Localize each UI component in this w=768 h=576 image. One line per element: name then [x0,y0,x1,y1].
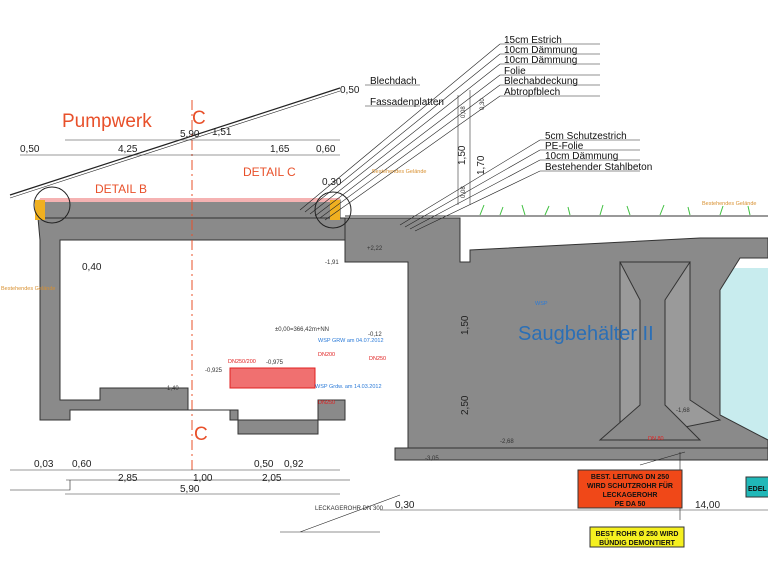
svg-text:DN250: DN250 [318,400,335,406]
svg-text:WSP GRW am 04.07.2012: WSP GRW am 04.07.2012 [318,338,384,344]
svg-text:0,92: 0,92 [284,459,304,470]
svg-text:5,90: 5,90 [180,484,200,495]
roof-line [9,90,341,199]
svg-text:BEST ROHR Ø 250 WIRD: BEST ROHR Ø 250 WIRD [596,531,679,538]
roof-edge [35,200,45,220]
dimensions-vertical: 0,08 1,50 0,08 1,70 0,30 1,50 2,50 [457,98,487,415]
dimensions-top: 0,50 4,25 5,90 1,65 0,60 0,30 0,50 1,51 … [20,85,360,273]
svg-text:Bestehendes Gelände: Bestehendes Gelände [702,201,756,207]
note-yellow: BEST ROHR Ø 250 WIRD BÜNDIG DEMONTIERT [589,526,685,548]
svg-text:Bestehendes Gelände: Bestehendes Gelände [372,169,426,175]
section-mark-bottom: C [194,424,208,445]
tank-label: Saugbehälter II [518,323,654,345]
svg-text:PE DA 50: PE DA 50 [615,501,646,508]
svg-text:2,05: 2,05 [262,473,282,484]
note-red: BEST. LEITUNG DN 250 WIRD SCHUTZROHR FÜR… [577,469,683,509]
section-mark-top: C [192,108,206,129]
concrete-structure [37,199,768,461]
svg-text:5cm Schutzestrich: 5cm Schutzestrich [545,131,627,142]
pipe-run [229,367,316,389]
svg-text:1,50: 1,50 [460,315,471,335]
svg-text:5,90: 5,90 [180,129,200,140]
leader-lines [10,43,686,533]
svg-text:0,08: 0,08 [461,186,467,198]
svg-text:1,65: 1,65 [270,144,290,155]
svg-text:2,85: 2,85 [118,473,138,484]
svg-text:1,50: 1,50 [457,145,468,165]
svg-text:+2,22: +2,22 [367,246,383,252]
pumpwerk-title: Pumpwerk [62,111,152,132]
svg-text:Bestehender Stahlbeton: Bestehender Stahlbeton [545,162,652,173]
svg-text:-0,925: -0,925 [205,368,223,374]
svg-text:14,00: 14,00 [695,500,720,511]
svg-text:WSP Grdw. am 14.03.2012: WSP Grdw. am 14.03.2012 [315,384,382,390]
svg-text:1,70: 1,70 [476,155,487,175]
svg-text:0,30: 0,30 [395,500,415,511]
svg-text:WIRD SCHUTZROHR FÜR: WIRD SCHUTZROHR FÜR [587,481,673,490]
note-teal: EDEL [745,476,768,498]
svg-text:0,50: 0,50 [254,459,274,470]
svg-text:PE-Folie: PE-Folie [545,141,584,152]
svg-text:BÜNDIG DEMONTIERT: BÜNDIG DEMONTIERT [599,538,676,547]
svg-text:10cm Dämmung: 10cm Dämmung [545,151,618,162]
grass [479,204,751,216]
svg-text:1,51: 1,51 [212,127,232,138]
svg-text:4,25: 4,25 [118,144,138,155]
layer-list-right: 5cm Schutzestrich PE-Folie 10cm Dämmung … [545,131,652,173]
svg-text:WSP: WSP [535,301,548,307]
svg-text:0,30: 0,30 [322,177,342,188]
svg-text:Abtropfblech: Abtropfblech [504,87,560,98]
roof-line [9,87,341,196]
svg-text:Folie: Folie [504,66,526,77]
svg-text:0,30: 0,30 [480,98,486,110]
svg-text:±0,00=366,42m+NN: ±0,00=366,42m+NN [275,327,329,333]
svg-text:0,60: 0,60 [72,459,92,470]
svg-text:0,40: 0,40 [82,262,102,273]
svg-text:0,08: 0,08 [461,106,467,118]
svg-text:-1,68: -1,68 [676,408,690,414]
svg-text:Blechabdeckung: Blechabdeckung [504,76,578,87]
svg-text:-1,40: -1,40 [165,386,179,392]
svg-text:-2,68: -2,68 [500,439,514,445]
svg-text:0,60: 0,60 [316,144,336,155]
svg-text:-0,12: -0,12 [368,332,382,338]
svg-text:-0,975: -0,975 [266,360,284,366]
svg-text:DN250/200: DN250/200 [228,359,256,365]
svg-text:EDEL: EDEL [748,486,767,493]
svg-text:Bestehendes Gelände: Bestehendes Gelände [1,286,55,292]
svg-text:BEST. LEITUNG DN 250: BEST. LEITUNG DN 250 [591,474,669,481]
svg-text:LECKAGEROHR: LECKAGEROHR [603,492,658,499]
svg-text:10cm Dämmung: 10cm Dämmung [504,55,577,66]
svg-text:0,50: 0,50 [20,144,40,155]
svg-text:0,03: 0,03 [34,459,54,470]
detail-c-label: DETAIL C [243,165,296,179]
dimensions-bottom: 0,03 0,60 2,85 1,00 2,05 0,50 0,92 5,90 … [34,459,720,512]
pipe-labels: DN250/200 DN200 DN250 DN250 DN 80 WSP GR… [1,169,756,442]
detail-b-circle [33,186,71,224]
svg-text:-3,05: -3,05 [425,456,439,462]
level-markers: -1,40 -0,925 -0,975 ±0,00=366,42m+NN -1,… [165,246,690,462]
svg-text:10cm Dämmung: 10cm Dämmung [504,45,577,56]
svg-text:DN200: DN200 [318,352,335,358]
svg-text:LECKAGEROHR DN 300: LECKAGEROHR DN 300 [315,506,384,512]
layer-list-top: 15cm Estrich 10cm Dämmung 10cm Dämmung F… [504,35,578,98]
svg-text:0,50: 0,50 [340,85,360,96]
svg-text:DN 80: DN 80 [648,436,664,442]
roof-label: Blechdach [370,76,417,87]
svg-text:15cm Estrich: 15cm Estrich [504,35,562,46]
dimension-lines [10,90,768,511]
roof-edge [330,200,340,220]
svg-text:DN250: DN250 [369,356,386,362]
detail-b-label: DETAIL B [95,182,147,196]
roof-layer [40,198,340,202]
roof-label: Fassadenplatten [370,97,444,108]
svg-text:1,00: 1,00 [193,473,213,484]
svg-text:2,50: 2,50 [460,395,471,415]
svg-text:-1,91: -1,91 [325,260,339,266]
